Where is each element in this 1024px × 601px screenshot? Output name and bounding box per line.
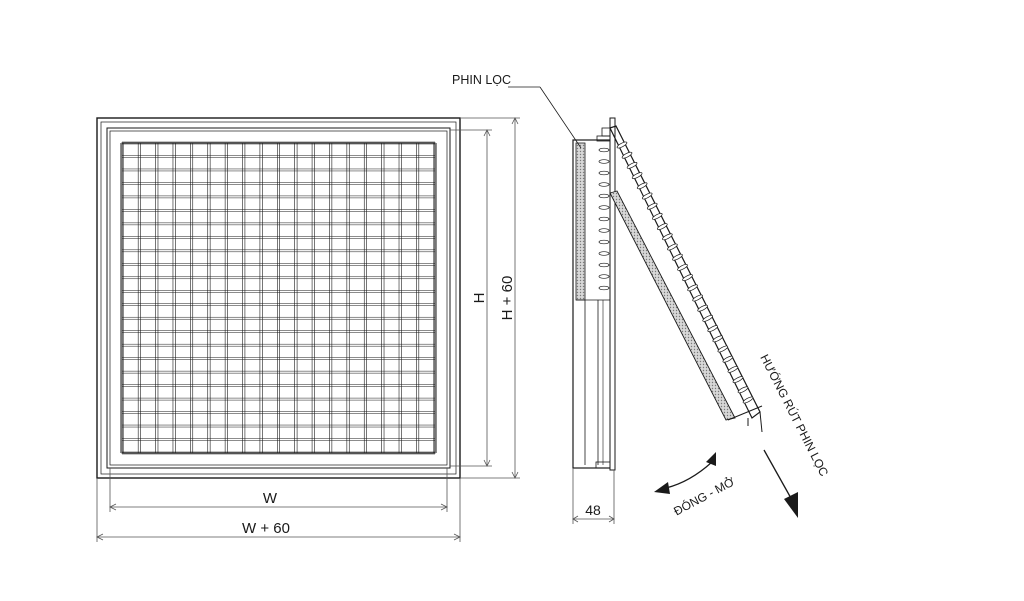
- label-h-plus-60: H + 60: [499, 276, 516, 321]
- panel-outline: [609, 125, 761, 419]
- grille-core: [121, 142, 436, 454]
- body-louvers: [598, 147, 610, 291]
- hinged-panel: [609, 125, 763, 433]
- inner-frame-line: [100, 121, 457, 475]
- dimension-width: [109, 468, 448, 512]
- label-filter: PHIN LỌC: [452, 73, 511, 87]
- label-w: W: [263, 490, 278, 507]
- dimension-depth: [572, 468, 615, 524]
- core-frame: [109, 130, 448, 466]
- outer-frame: [96, 117, 461, 479]
- panel-filter: [609, 190, 736, 421]
- dimension-height: [450, 129, 492, 467]
- side-filter: [575, 142, 586, 301]
- eggcrate-grid: [120, 141, 437, 455]
- open-close-arrow: [654, 452, 716, 494]
- label-pull-direction: HƯỚNG RÚT PHIN LỌC: [757, 352, 832, 479]
- label-depth: 48: [585, 502, 601, 518]
- front-view: [96, 117, 461, 479]
- dimension-height-outer: [460, 117, 520, 479]
- label-h: H: [471, 293, 488, 304]
- label-w-plus-60: W + 60: [242, 520, 290, 537]
- hinge-frame: [106, 127, 451, 469]
- side-flange: [609, 117, 616, 471]
- label-open-close: ĐÓNG - MỞ: [671, 473, 738, 518]
- side-view: [572, 117, 616, 471]
- pull-direction-arrow: [763, 449, 798, 518]
- dimension-width-outer: [96, 478, 461, 542]
- filter-leader: [508, 86, 582, 149]
- panel-louvers: [616, 141, 754, 404]
